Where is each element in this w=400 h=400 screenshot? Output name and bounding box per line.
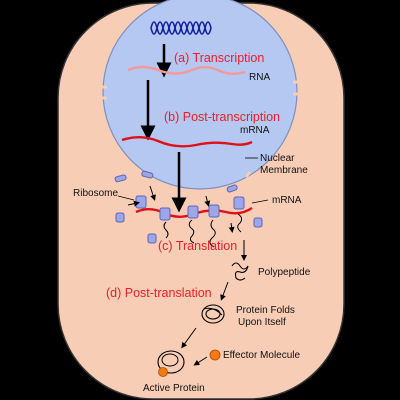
nucleus	[102, 0, 298, 190]
label-protein-folds-2: Upon Itself	[238, 317, 286, 328]
polypeptide	[231, 262, 249, 281]
arrow-to-active-protein	[181, 327, 197, 349]
dna-helix	[150, 21, 212, 35]
leader-lines	[117, 157, 269, 204]
label-effector-molecule: Effector Molecule	[223, 350, 301, 361]
arrow-to-folding	[220, 281, 229, 301]
ribosome-free	[115, 212, 125, 223]
active-protein	[157, 350, 185, 377]
ribosomes	[114, 170, 263, 244]
step-transcription: (a) Transcription	[174, 51, 264, 65]
label-rna: RNA	[249, 72, 270, 83]
ribosome	[233, 196, 245, 210]
ribosome-free	[253, 217, 263, 228]
effector-molecule	[209, 349, 221, 361]
ribosome	[159, 207, 171, 221]
label-nuclear-membrane-2: Membrane	[260, 165, 308, 176]
ribosome	[208, 204, 220, 218]
folded-protein	[201, 304, 225, 324]
step-post-translation: (d) Post-translation	[106, 286, 212, 300]
ribosome-free	[114, 174, 127, 183]
nascent-polypeptides	[163, 213, 243, 248]
label-polypeptide: Polypeptide	[258, 267, 311, 278]
step-post-transcription: (b) Post-transcription	[164, 110, 280, 124]
mrna-strand-nucleus	[121, 136, 253, 148]
ribosome-free	[147, 233, 157, 244]
ribosome	[187, 205, 199, 219]
ribosome-free	[226, 184, 238, 193]
arrow-effector	[193, 356, 208, 366]
label-protein-folds-1: Protein Folds	[236, 305, 295, 316]
label-ribosome: Ribosome	[73, 188, 118, 199]
ribosome-arrows	[127, 185, 235, 233]
label-active-protein: Active Protein	[143, 383, 205, 394]
label-mrna-nucleus: mRNA	[240, 125, 270, 136]
step-translation: (c) Translation	[158, 239, 237, 253]
ribosome	[135, 195, 147, 209]
ribosome-free	[141, 170, 154, 179]
label-nuclear-membrane-1: Nuclear	[260, 153, 295, 164]
label-mrna-cytoplasm: mRNA	[272, 195, 302, 206]
rna-strand	[127, 65, 246, 75]
